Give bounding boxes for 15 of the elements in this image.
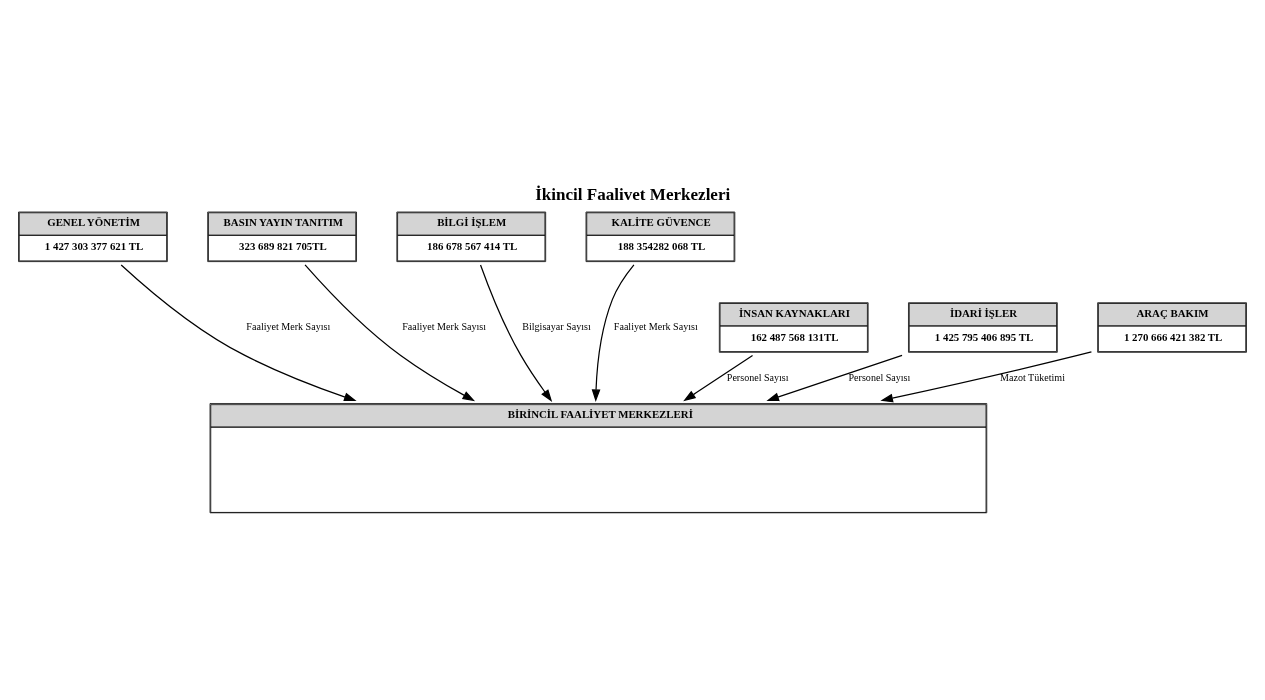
arrow <box>591 264 635 402</box>
arrow <box>304 264 476 402</box>
edge-label: Personel Sayısı <box>848 371 911 383</box>
edge-label: Faaliyet Merk Sayısı <box>402 321 487 333</box>
arrow <box>120 264 357 402</box>
arrow <box>880 351 1093 403</box>
edge-label: Bilgisayar Sayısı <box>522 321 591 333</box>
arrow <box>479 264 553 402</box>
edge-label: Mazot Tüketimi <box>1000 371 1065 383</box>
edge-label: Personel Sayısı <box>726 371 789 383</box>
arrow <box>766 354 903 402</box>
edge-label: Faaliyet Merk Sayısı <box>613 321 698 333</box>
diagram-title: İkincil Faalivet Merkezleri <box>535 185 731 205</box>
arrow <box>683 354 754 402</box>
edge-label: Faaliyet Merk Sayısı <box>246 321 331 333</box>
